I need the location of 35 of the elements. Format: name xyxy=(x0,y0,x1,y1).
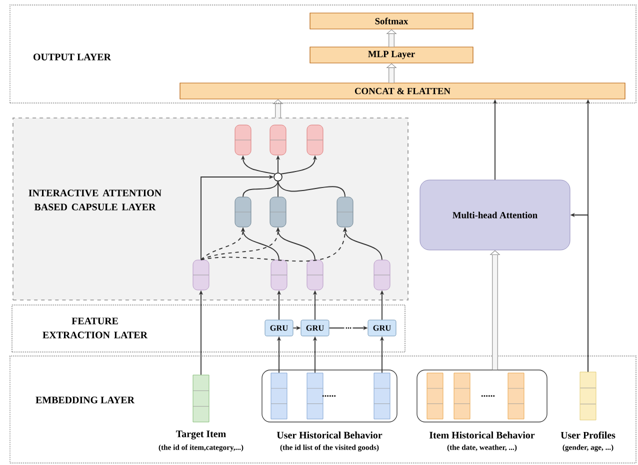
capsule xyxy=(234,124,252,156)
gru-box: GRU xyxy=(300,320,330,336)
capsule xyxy=(234,196,252,228)
capsule xyxy=(336,196,354,228)
embedding-stack xyxy=(508,372,524,420)
capsule xyxy=(306,260,324,290)
embedding-stack xyxy=(306,372,324,420)
attention-box: Multi-head Attention xyxy=(420,180,570,250)
layer-box: Softmax xyxy=(310,12,474,30)
layer-label: OUTPUT LAYER xyxy=(34,54,112,60)
embedding-stack xyxy=(426,372,444,420)
embedding-stack xyxy=(270,372,288,420)
ellipsis-label: ...... xyxy=(481,395,495,397)
node-caption: User Profiles xyxy=(560,431,616,439)
capsule xyxy=(270,124,286,156)
capsule xyxy=(306,124,324,156)
layer-box: MLP Layer xyxy=(310,46,474,64)
layer-label: INTERACTIVE ATTENTION BASED CAPSULE LAYER xyxy=(28,190,162,210)
embedding-stack xyxy=(374,372,390,420)
capsule xyxy=(374,260,390,290)
gru-box: GRU xyxy=(368,320,396,336)
ellipsis-label: ...... xyxy=(322,395,336,397)
capsule xyxy=(270,260,288,290)
capsule xyxy=(192,260,210,290)
capsule xyxy=(270,196,286,228)
embedding-stack xyxy=(454,372,470,420)
node-caption: Item Historical Behavior xyxy=(430,432,535,438)
node-caption: Target Item xyxy=(176,430,226,440)
layer-label: FEATURE EXTRACTION LATER xyxy=(42,318,148,338)
layer-label: EMBEDDING LAYER xyxy=(36,396,135,404)
gru-box: GRU xyxy=(264,320,294,336)
node-caption: User Historical Behavior xyxy=(276,432,382,438)
edge-label: ... xyxy=(344,326,353,330)
layer-box: CONCAT & FLATTEN xyxy=(180,82,626,100)
operator-circle xyxy=(274,172,282,182)
